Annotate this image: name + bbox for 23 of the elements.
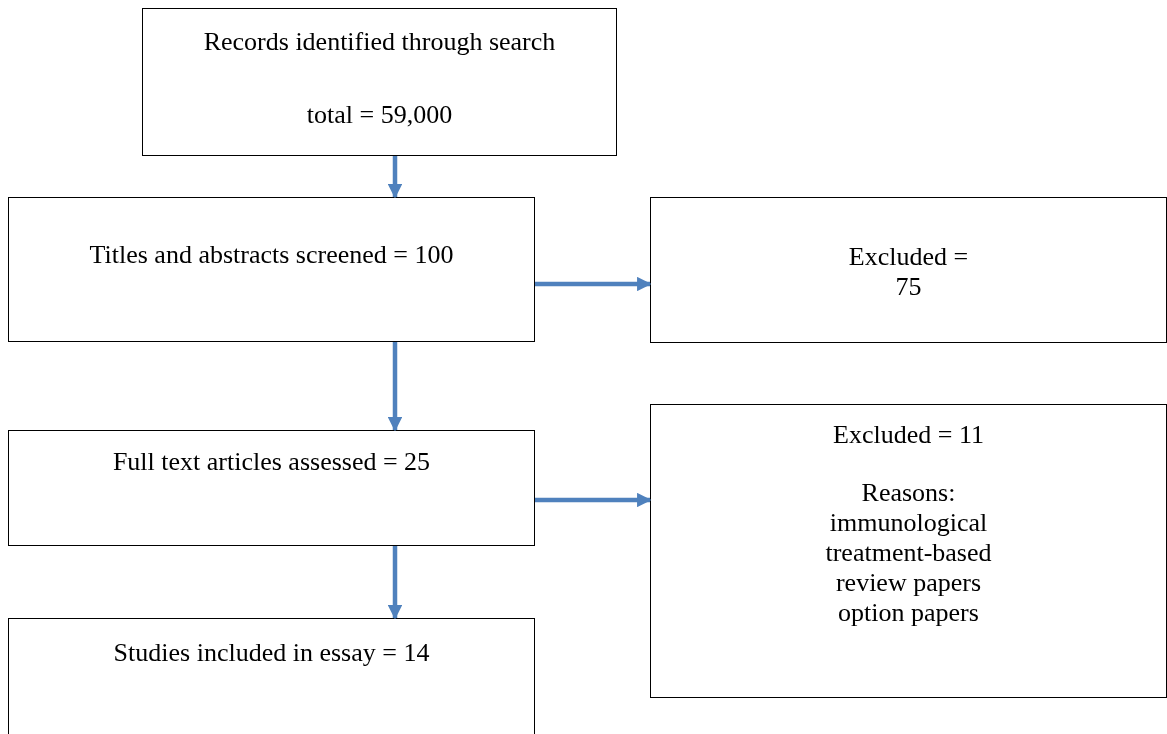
box-text: Excluded = 11 bbox=[833, 420, 984, 450]
box-text: Reasons: bbox=[861, 478, 956, 508]
process-box bbox=[8, 197, 535, 342]
box-text: option papers bbox=[838, 598, 979, 628]
process-box bbox=[650, 404, 1167, 698]
box-text: review papers bbox=[835, 568, 982, 598]
process-box bbox=[650, 197, 1167, 343]
arrow bbox=[535, 492, 652, 508]
box-text: Records identified through search bbox=[203, 27, 556, 57]
arrow bbox=[387, 156, 403, 199]
box-text: immunological bbox=[829, 508, 988, 538]
box-text: Titles and abstracts screened = 100 bbox=[89, 240, 454, 270]
process-box bbox=[8, 430, 535, 546]
box-text: treatment-based bbox=[825, 538, 992, 568]
box-text: total = 59,000 bbox=[306, 100, 453, 130]
arrow bbox=[387, 342, 403, 432]
arrow bbox=[535, 276, 652, 292]
box-text: Full text articles assessed = 25 bbox=[112, 447, 431, 477]
arrow bbox=[387, 546, 403, 620]
box-text: Excluded = 75 bbox=[847, 242, 970, 302]
process-box bbox=[142, 8, 617, 156]
box-text: Studies included in essay = 14 bbox=[113, 638, 430, 668]
process-box bbox=[8, 618, 535, 734]
